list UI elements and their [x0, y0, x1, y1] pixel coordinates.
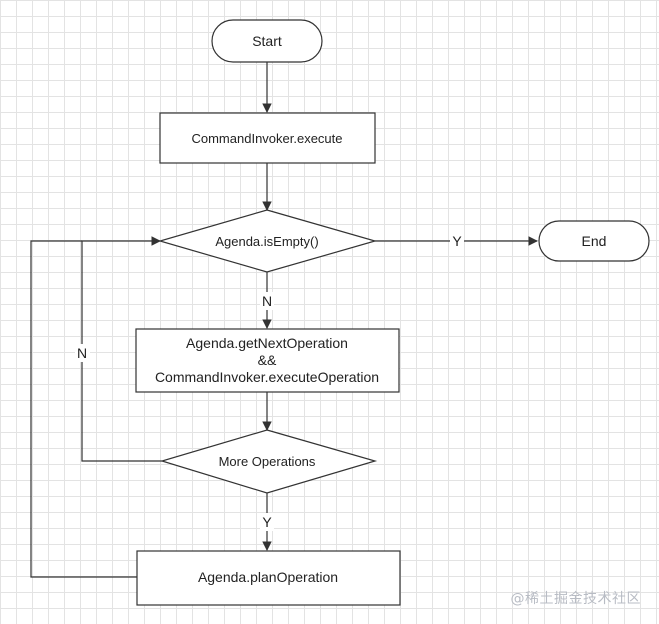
is-empty-label: Agenda.isEmpty(): [215, 234, 318, 249]
edge-label-more-no: N: [77, 345, 87, 361]
end-label: End: [582, 233, 607, 249]
watermark: @稀土掘金技术社区: [510, 591, 641, 607]
get-next-operation-label-line1: Agenda.getNextOperation: [186, 335, 348, 351]
edge-label-empty-no: N: [262, 293, 272, 309]
end-node: [538, 220, 650, 262]
command-invoker-execute-node: [159, 112, 376, 164]
command-invoker-execute-label: CommandInvoker.execute: [191, 131, 342, 146]
more-operations-decision: [159, 429, 378, 494]
get-next-operation-label-line2: &&: [258, 352, 277, 368]
more-operations-label: More Operations: [219, 454, 316, 469]
edge-plan-loop-back: [30, 240, 137, 578]
plan-operation-node: [136, 550, 401, 606]
is-empty-decision: [157, 209, 378, 273]
get-next-operation-node: [135, 328, 400, 393]
get-next-operation-label-line3: CommandInvoker.executeOperation: [155, 369, 379, 385]
start-label: Start: [252, 33, 282, 49]
start-node: [211, 19, 323, 63]
edge-label-more-yes: Y: [262, 514, 272, 530]
edge-label-empty-yes: Y: [452, 233, 462, 249]
plan-operation-label: Agenda.planOperation: [198, 569, 338, 585]
